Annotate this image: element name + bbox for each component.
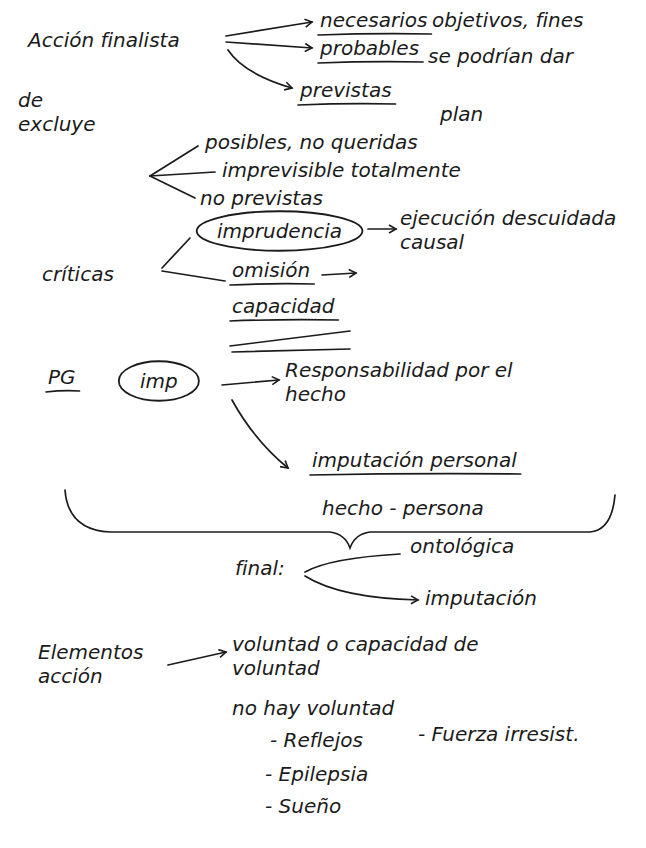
note-text: ontológica — [410, 534, 514, 558]
stroke-line — [230, 331, 350, 346]
brace — [65, 490, 615, 548]
note-text: - Sueño — [265, 794, 341, 818]
node-text: imp — [140, 369, 178, 393]
note-text: PG — [48, 365, 76, 389]
note-text: hecho - persona — [322, 496, 484, 520]
branch-line — [162, 238, 190, 268]
branch-line — [150, 172, 215, 176]
note-text: final: — [235, 556, 285, 580]
note-text: capacidad — [232, 294, 334, 318]
note-text: probables — [320, 36, 419, 60]
underline — [230, 320, 338, 321]
branch-arrow — [305, 576, 418, 600]
note-text: ejecución descuidada causal — [400, 206, 635, 254]
pointer-arrow — [232, 400, 288, 468]
underline — [230, 284, 314, 285]
note-text: Responsabilidad por el hecho — [285, 358, 555, 406]
branch-arrow — [226, 42, 312, 48]
note-text: no previstas — [200, 186, 323, 210]
pointer-arrow — [322, 273, 356, 275]
note-text: - Epilepsia — [265, 762, 368, 786]
note-text: Acción finalista — [28, 28, 180, 52]
note-text: necesarios — [320, 8, 427, 32]
branch-line — [150, 176, 195, 198]
pointer-arrow — [222, 380, 279, 385]
stroke-line — [232, 349, 350, 352]
circled-term: imprudencia — [195, 210, 364, 252]
branch-arrow — [226, 22, 312, 36]
branch-line — [162, 271, 225, 281]
note-text: se podrían dar — [428, 44, 573, 68]
note-text: plan — [440, 102, 483, 126]
note-text: voluntad o capacidad de voluntad — [232, 632, 527, 680]
note-text: Elementos acción — [38, 640, 163, 688]
pointer-arrow — [368, 228, 396, 230]
branch-line — [150, 146, 198, 176]
note-text: previstas — [300, 78, 392, 102]
underline — [318, 62, 423, 63]
note-text: objetivos, fines — [432, 8, 583, 32]
branch-arrow — [228, 50, 292, 88]
note-text: de excluye — [18, 88, 108, 136]
note-text: - Reflejos — [270, 728, 363, 752]
note-text: imprevisible totalmente — [222, 158, 461, 182]
note-text: - Fuerza irresist. — [418, 722, 579, 746]
underline — [298, 104, 396, 105]
note-text: imputación — [425, 586, 537, 610]
note-text: imputación personal — [312, 448, 517, 472]
pointer-arrow — [168, 652, 226, 665]
underline — [310, 474, 521, 475]
branch-arrow — [305, 554, 400, 572]
note-text: posibles, no queridas — [205, 130, 418, 154]
note-text: omisión — [232, 258, 310, 282]
underline — [318, 34, 431, 35]
note-text: no hay voluntad — [232, 696, 394, 720]
note-text: críticas — [42, 262, 114, 286]
node-text: imprudencia — [217, 219, 342, 243]
circled-term: imp — [118, 360, 200, 402]
underline — [46, 391, 80, 392]
